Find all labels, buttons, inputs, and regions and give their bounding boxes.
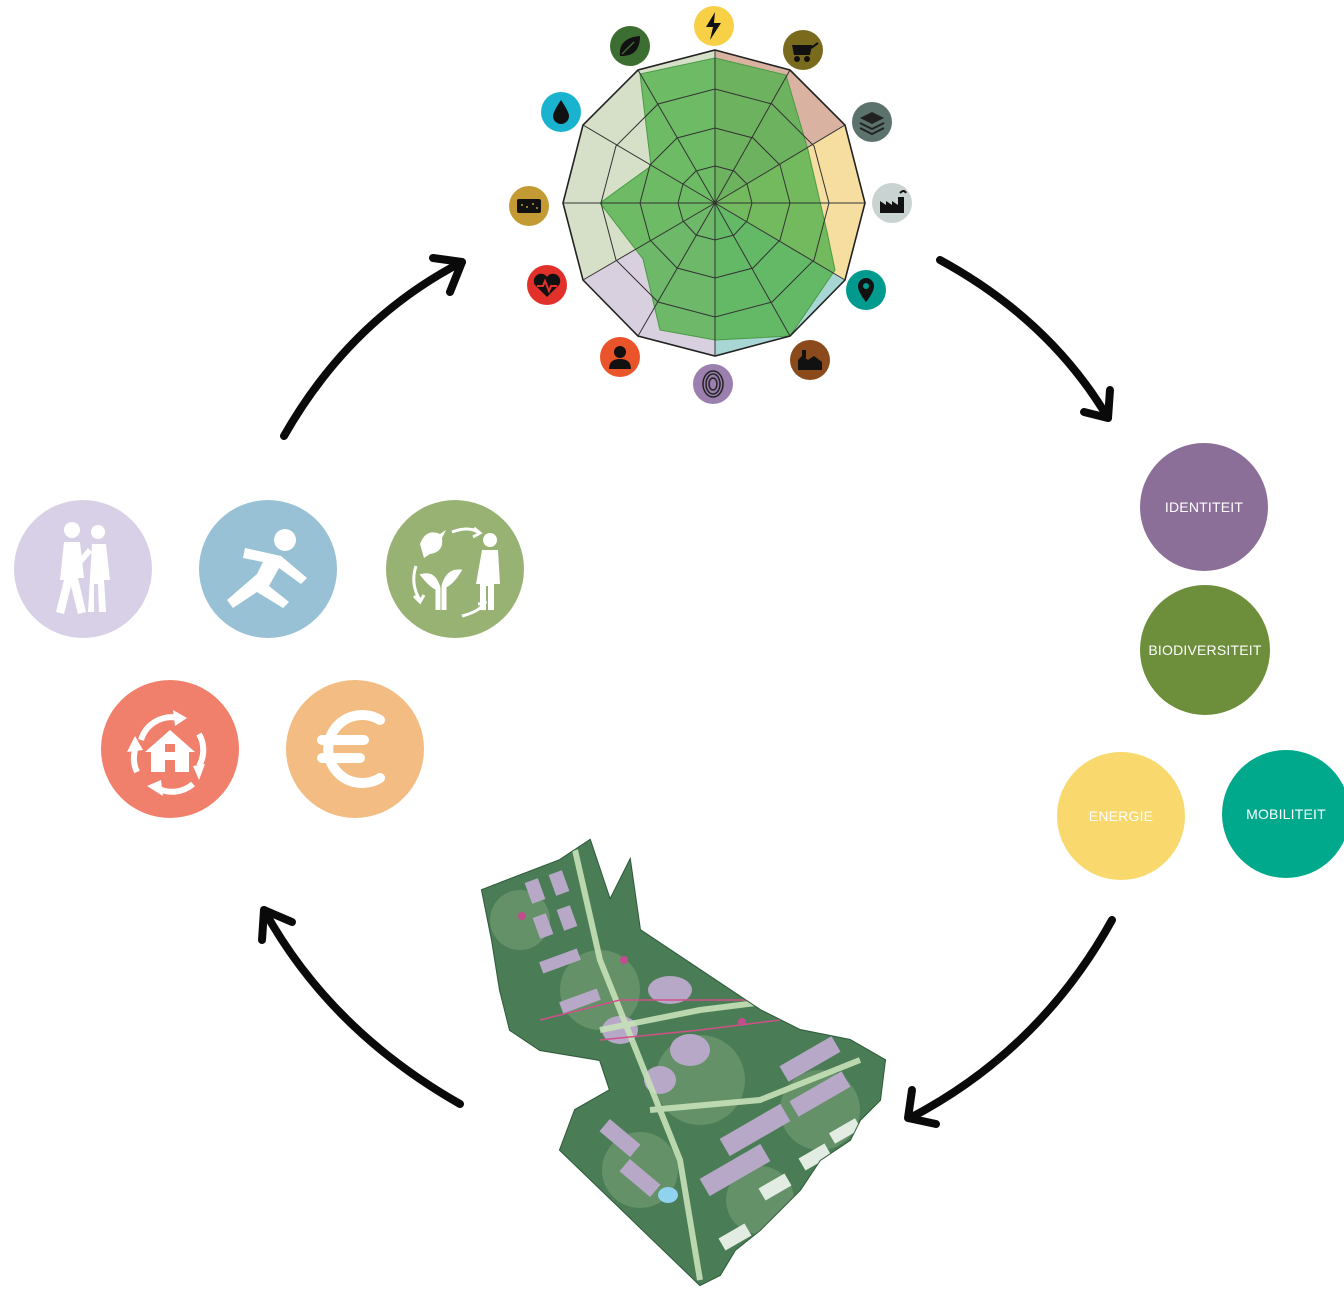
theme-identiteit: IDENTITEIT [1140,443,1268,571]
leaf-icon [610,26,650,66]
arrow-head-to-themes [1080,386,1114,422]
nature-human-cycle-icon [386,500,524,638]
industry-icon [872,183,912,223]
energy-icon [694,6,734,46]
theme-mobiliteit-label: MOBILITEIT [1246,806,1326,822]
arrow-to-themes [936,256,1112,422]
person-icon [600,337,640,377]
arrow-to-map [906,916,1116,1122]
arrow-head-to-radar [429,254,466,296]
masterplan-map [470,820,900,1290]
arrow-to-goals [260,906,464,1108]
heart-health-icon [527,265,567,305]
active-lifestyle-icon [199,500,337,638]
arrow-head-to-goals [258,906,296,944]
radar-diagram [500,0,940,410]
location-pin-icon [846,270,886,310]
theme-biodiversiteit-label: BIODIVERSITEIT [1148,642,1262,658]
theme-energie-label: ENERGIE [1088,808,1154,824]
housing-circularity-icon [101,680,239,818]
theme-energie: ENERGIE [1057,752,1185,880]
theme-biodiversiteit: BIODIVERSITEIT [1140,585,1270,715]
fingerprint-icon [693,364,733,404]
euro-icon [286,680,424,818]
materials-cart-icon [783,30,823,70]
theme-mobiliteit: MOBILITEIT [1222,750,1344,878]
water-drop-icon [541,92,581,132]
arrow-to-radar [280,258,466,440]
agriculture-icon [790,340,830,380]
soil-layers-icon [852,102,892,142]
theme-identiteit-label: IDENTITEIT [1164,499,1244,515]
ground-layer-icon [509,186,549,226]
accessibility-icon [14,500,152,638]
arrow-head-to-map [904,1086,940,1128]
radar-grid [562,49,866,357]
